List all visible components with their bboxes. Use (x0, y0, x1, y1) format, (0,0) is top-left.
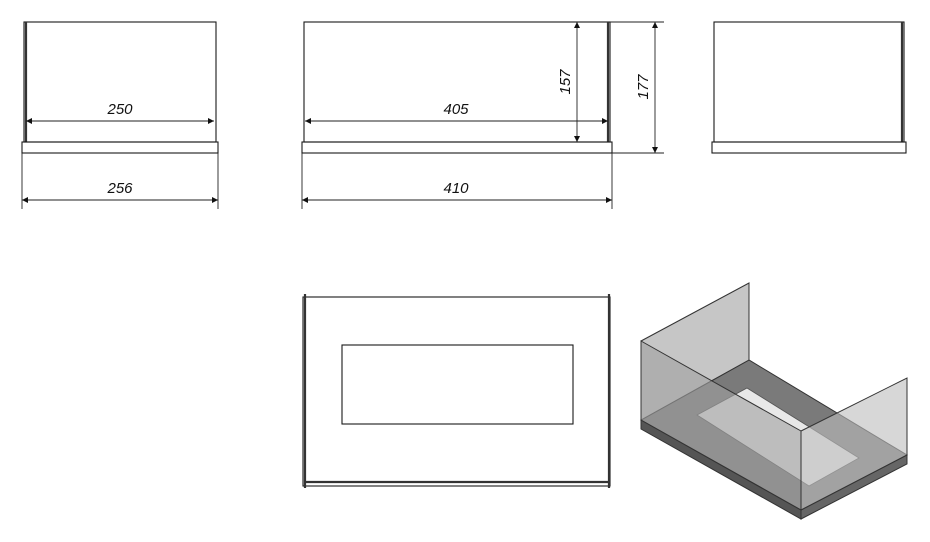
front-outer-width-label: 256 (106, 180, 133, 197)
isometric-view (639, 282, 909, 520)
top-view-outline (302, 296, 611, 487)
side-total-height-label: 177 (635, 74, 652, 100)
rear-glass-panel (713, 21, 905, 143)
front-view: 250 256 (21, 21, 219, 209)
iso-glass-right (800, 377, 908, 511)
side-base (301, 141, 613, 154)
front-inner-width-label: 250 (106, 101, 133, 118)
burner-opening (341, 344, 574, 425)
side-view: 405 410 157 177 (301, 21, 664, 209)
front-glass-panel (23, 21, 217, 143)
side-glass-height-label: 157 (557, 69, 574, 95)
side-outer-width-label: 410 (443, 180, 469, 197)
front-base (21, 141, 219, 154)
rear-view (711, 21, 907, 154)
side-inner-width-label: 405 (443, 101, 469, 118)
top-view (302, 294, 611, 488)
rear-base (711, 141, 907, 154)
